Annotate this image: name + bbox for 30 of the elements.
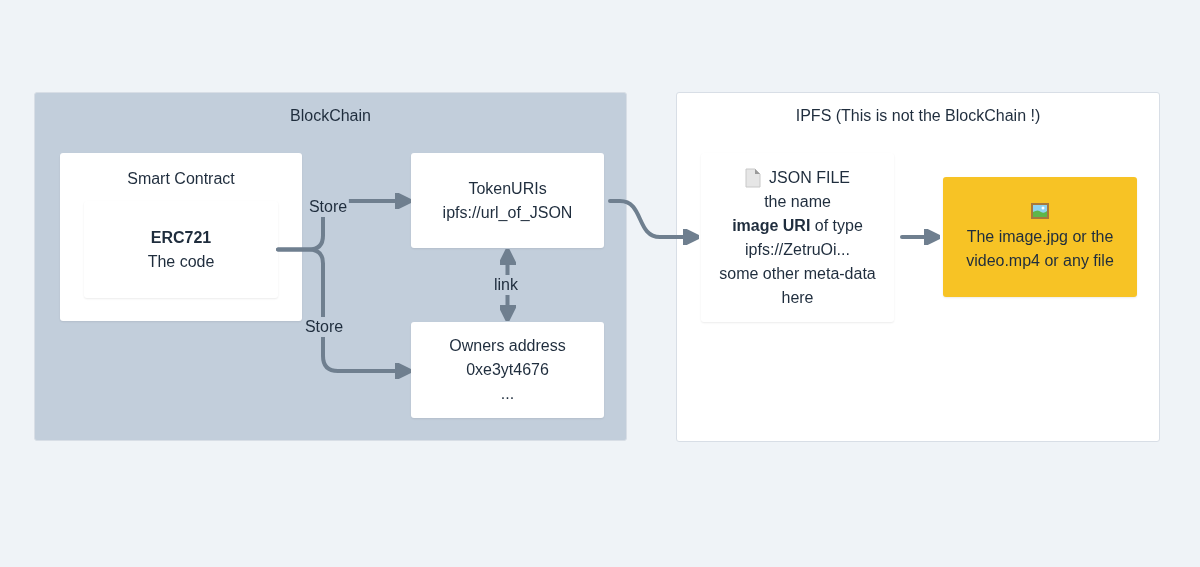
card-text: the name [764, 191, 831, 212]
card-text: 0xe3yt4676 [466, 360, 549, 380]
arrow [276, 247, 413, 381]
token-uri-card [411, 153, 604, 248]
contract-card [60, 153, 302, 321]
card-heading: ERC721 [150, 227, 212, 248]
ipfs-panel [676, 92, 1160, 442]
card-text: some other meta-data here [718, 263, 877, 308]
card-text: Smart Contract [127, 169, 235, 189]
card-text: image URI of type [732, 215, 863, 236]
arrow [608, 199, 701, 247]
panel-title: BlockChain [289, 107, 372, 125]
file-card [943, 177, 1137, 297]
card-text: ... [500, 384, 515, 404]
card-text: ipfs://url_of_JSON [442, 202, 573, 223]
card-text: The code [147, 251, 215, 272]
edge-label: Store [302, 317, 346, 337]
blockchain-panel [34, 92, 627, 441]
json-file-card [701, 153, 894, 322]
edge-label: link [492, 275, 520, 295]
card-text: TokenURIs [468, 178, 547, 199]
arrow [900, 227, 942, 247]
card-text: The image.jpg or the video.mp4 or any file [965, 227, 1115, 271]
card-text: JSON FILE [769, 167, 850, 188]
card-text: ipfs://ZetruOi... [745, 239, 850, 260]
panel-title: IPFS (This is not the BlockChain !) [794, 107, 1042, 125]
code-card [84, 201, 278, 298]
card-text: Owners address [449, 336, 566, 356]
edge-label: Store [306, 197, 350, 217]
owner-card [411, 322, 604, 418]
